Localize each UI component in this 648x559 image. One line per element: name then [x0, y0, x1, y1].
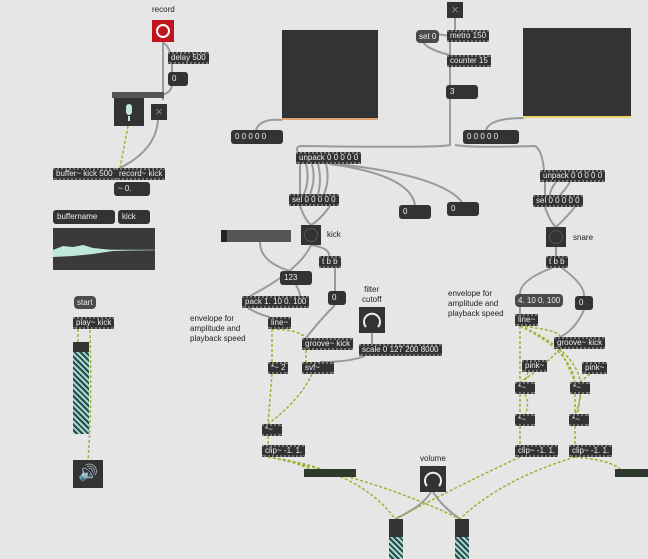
meter-left — [304, 469, 356, 477]
record-toggle-icon[interactable] — [152, 20, 174, 42]
object-set0[interactable]: set 0 — [416, 30, 440, 43]
kick-bang-button[interactable] — [301, 225, 321, 245]
object-unpack-right[interactable]: unpack 0 0 0 0 0 — [540, 170, 606, 182]
object-scale[interactable]: scale 0 127 200 8000 — [359, 344, 442, 356]
object-tbb-left[interactable]: t b b — [319, 256, 341, 268]
dac-slider-left[interactable] — [389, 519, 403, 559]
comment-filter-cutoff: filter cutoff — [362, 285, 382, 304]
object-pink2[interactable]: pink~ — [582, 362, 608, 374]
object-zero-a[interactable]: 0 — [168, 72, 188, 86]
object-svf[interactable]: svf~ — [302, 362, 334, 374]
object-list-left[interactable]: 0 0 0 0 0 — [231, 130, 283, 144]
meter-right — [615, 469, 648, 477]
snare-bang-button[interactable] — [546, 227, 566, 247]
comment-snare: snare — [573, 233, 594, 242]
object-delay[interactable]: delay 500 — [168, 52, 209, 64]
object-line-right[interactable]: line~ — [515, 314, 539, 326]
speaker-icon[interactable]: 🔊 — [73, 460, 103, 488]
object-tbb-right[interactable]: t b b — [546, 256, 568, 268]
object-mul-r4[interactable]: *~ — [569, 414, 589, 426]
object-list-right[interactable]: 0 0 0 0 0 — [463, 130, 519, 144]
object-num-123[interactable]: 123 — [280, 271, 312, 285]
object-clip-r1[interactable]: clip~ -1. 1. — [515, 445, 559, 457]
adc-level-bar — [112, 92, 164, 98]
filter-cutoff-dial[interactable] — [359, 307, 385, 333]
object-pack[interactable]: pack 1. 10 0. 100 — [242, 296, 310, 308]
object-clip-l[interactable]: clip~ -1. 1. — [262, 445, 306, 457]
object-sig-num[interactable]: ~ 0. — [114, 182, 150, 196]
object-start[interactable]: start — [74, 296, 96, 309]
microphone-icon[interactable] — [114, 98, 144, 126]
object-groove-right[interactable]: groove~ kick — [554, 337, 606, 349]
object-buffer-sel[interactable]: kick — [118, 210, 150, 224]
step-display-right — [523, 28, 631, 118]
object-play[interactable]: play~ kick — [73, 317, 115, 329]
object-env-msg[interactable]: 4. 10 0. 100 — [515, 294, 564, 307]
comment-envelope-left: envelope for amplitude and playback spee… — [190, 314, 246, 343]
object-count-num[interactable]: 3 — [446, 85, 478, 99]
object-sel-right[interactable]: sel 0 0 0 0 0 — [533, 195, 583, 207]
object-mul-r3[interactable]: *~ — [515, 414, 535, 426]
comment-record: record — [152, 5, 175, 14]
step-display-left — [282, 30, 378, 120]
object-num-a[interactable]: 0 — [399, 205, 431, 219]
object-clip-r2[interactable]: clip~ -1. 1. — [569, 445, 613, 457]
x-toggle-icon[interactable]: × — [151, 104, 167, 120]
object-mul-l[interactable]: *~ — [262, 424, 282, 436]
object-mul2[interactable]: *~ 2 — [268, 362, 289, 374]
object-unpack-left[interactable]: unpack 0 0 0 0 0 — [296, 152, 362, 164]
object-sel-left[interactable]: sel 0 0 0 0 0 — [289, 194, 339, 206]
object-record-obj[interactable]: record~ kick — [116, 168, 166, 180]
hslider[interactable] — [221, 230, 291, 242]
comment-kick: kick — [327, 230, 341, 239]
object-buffername[interactable]: buffername — [53, 210, 115, 224]
object-num-zero-r[interactable]: 0 — [575, 296, 593, 310]
object-line-left[interactable]: line~ — [268, 317, 292, 329]
dac-slider-right[interactable] — [455, 519, 469, 559]
object-mul-r1[interactable]: *~ — [515, 382, 535, 394]
gain-slider[interactable] — [73, 342, 89, 434]
volume-dial[interactable] — [420, 466, 446, 492]
object-counter[interactable]: counter 15 — [447, 55, 491, 67]
object-num-b[interactable]: 0 — [447, 202, 479, 216]
comment-volume: volume — [420, 454, 446, 463]
object-buffer[interactable]: buffer~ kick 500 — [53, 168, 116, 180]
comment-envelope-right: envelope for amplitude and playback spee… — [448, 289, 504, 318]
object-metro[interactable]: metro 150 — [447, 30, 490, 42]
object-mul-r2[interactable]: *~ — [570, 382, 590, 394]
object-groove-left[interactable]: groove~ kick — [302, 338, 354, 350]
object-pink1[interactable]: pink~ — [522, 360, 548, 372]
waveform-display — [53, 228, 155, 270]
x-toggle-icon[interactable]: × — [447, 2, 463, 18]
object-num-zero-l[interactable]: 0 — [328, 291, 346, 305]
